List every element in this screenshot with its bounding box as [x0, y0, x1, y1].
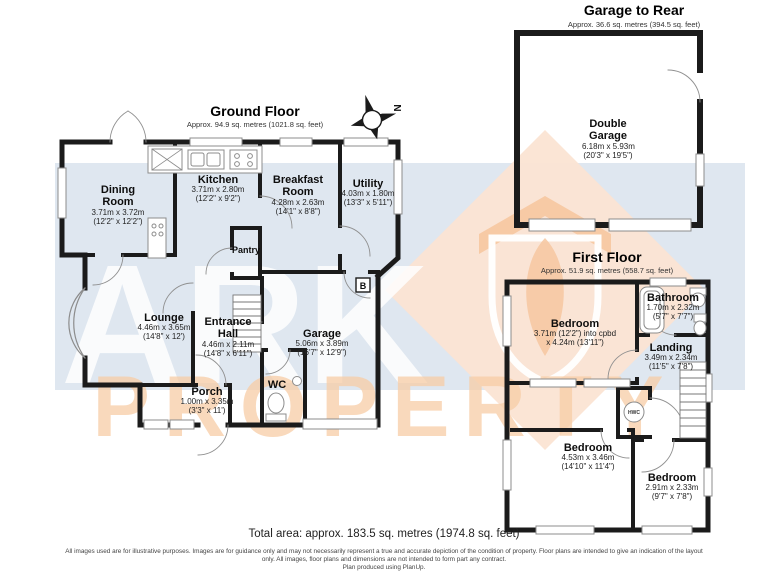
room-label-double-garage: Double Garage 6.18m x 5.93m (20'3" x 19'… [582, 118, 635, 160]
watermark-leaf-icon [526, 238, 564, 356]
compass-north-label: N [391, 104, 402, 111]
basin-icon [689, 287, 707, 308]
room-label-breakfast: Breakfast Room 4.28m x 2.63m (14'1" x 8'… [271, 174, 325, 216]
first-floor-title: First Floor [572, 249, 642, 265]
room-label-wc: WC [267, 379, 287, 391]
first-windows [502, 277, 713, 535]
bathroom-fixtures [639, 286, 707, 336]
room-label-porch: Porch 1.00m x 3.35m (3'3" x 11') [180, 386, 234, 416]
hwc-icon: HWC [623, 401, 645, 423]
total-area-text: Total area: approx. 183.5 sq. metres (19… [248, 528, 520, 540]
rear-garage-openings [528, 153, 705, 232]
bath-icon [639, 286, 665, 334]
appliance-icon [147, 217, 167, 259]
room-label-garage: Garage 5.06m x 3.89m (16'7" x 12'9") [295, 328, 349, 358]
room-label-kitchen: Kitchen 3.71m x 2.80m (12'2" x 9'2") [191, 174, 245, 204]
first-floor-plan: HWC [502, 277, 713, 535]
ground-floor-title: Ground Floor [210, 103, 300, 119]
disclaimer-text: All images used are for illustrative pur… [65, 548, 703, 563]
room-label-bathroom: Bathroom 1.70m x 2.32m (5'7" x 7'7") [646, 292, 700, 322]
room-label-dining: Dining Room 3.71m x 3.72m (12'2" x 12'2"… [91, 184, 145, 226]
bow-window [68, 287, 86, 359]
hob-icon [229, 149, 258, 170]
compass-icon: N [350, 94, 402, 140]
room-label-utility: Utility 4.03m x 1.80m (13'3" x 5'11") [341, 178, 395, 208]
first-floor-subtitle: Approx. 51.9 sq. metres (558.7 sq. feet) [540, 266, 674, 275]
ground-floor-plan: B [57, 110, 403, 456]
sink-icon [187, 149, 225, 170]
svg-text:HWC: HWC [628, 410, 640, 416]
room-label-landing: Landing 3.49m x 2.34m (11'5" x 7'8") [644, 342, 698, 372]
rear-garage-subtitle: Approx. 36.6 sq. metres (394.5 sq. feet) [567, 20, 701, 29]
toilet-icon [693, 313, 707, 336]
room-label-bedroom1: Bedroom 3.71m (12'2") into cpbd x 4.24m … [533, 318, 617, 348]
ground-windows [57, 137, 403, 430]
room-label-bedroom2: Bedroom 4.53m x 3.46m (14'10" x 11'4") [561, 442, 615, 472]
cooker-icon [151, 148, 183, 171]
rear-garage-plan [514, 30, 705, 232]
ground-stairs [232, 294, 262, 353]
boiler-icon: B [355, 277, 371, 293]
credit-text: Plan produced using PlanUp. [342, 564, 426, 571]
room-label-bedroom3: Bedroom 2.91m x 2.33m (9'7" x 7'8") [645, 472, 699, 502]
ground-floor-subtitle: Approx. 94.9 sq. metres (1021.8 sq. feet… [186, 120, 324, 129]
wc-toilet-icon [265, 376, 302, 422]
svg-text:B: B [360, 281, 367, 291]
room-label-pantry: Pantry [231, 245, 260, 255]
kitchen-fixtures [147, 145, 263, 259]
room-label-lounge: Lounge 4.46m x 3.65m (14'8" x 12') [137, 312, 191, 342]
rear-garage-door-arc [667, 69, 701, 103]
first-stairs [679, 361, 707, 439]
room-label-entrance-hall: Entrance Hall 4.46m x 2.11m (14'8" x 6'1… [201, 316, 255, 358]
rear-garage-title: Garage to Rear [583, 2, 685, 18]
